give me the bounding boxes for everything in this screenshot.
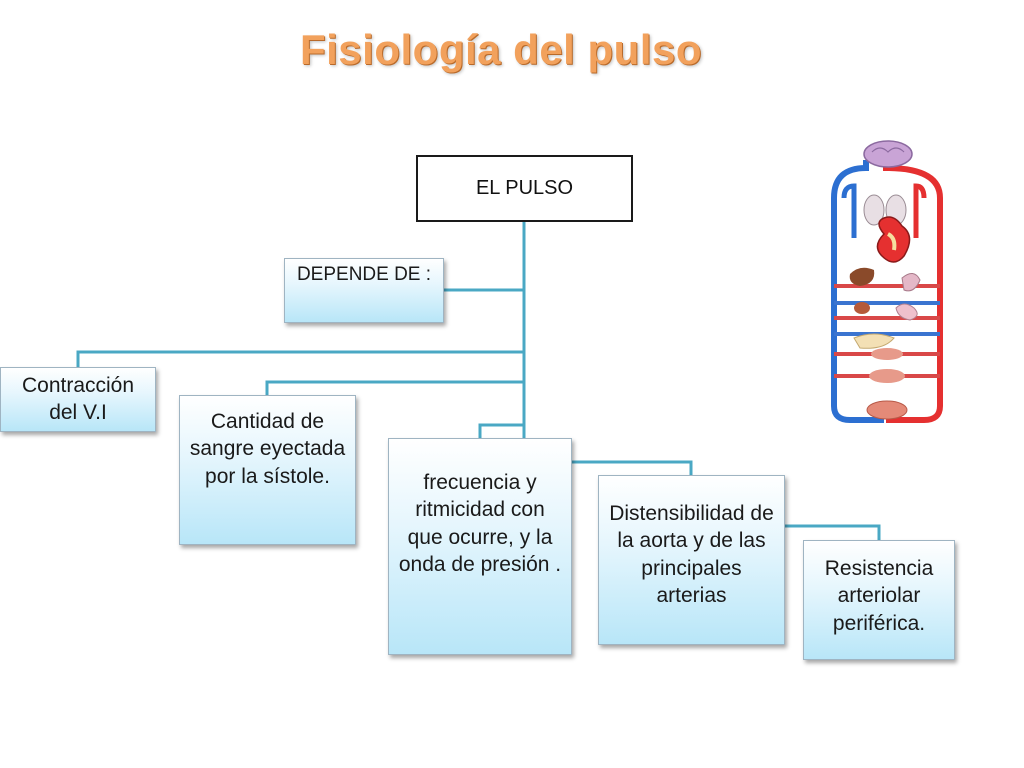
node-resistencia-label: Resistencia arteriolar periférica. (824, 557, 934, 635)
connector-contraccion (76, 350, 524, 367)
connector-cantidad (265, 380, 524, 395)
node-frecuencia-label: frecuencia y ritmicidad con que ocurre, … (398, 471, 562, 576)
node-contraccion-label: Contracción del V.I (21, 374, 135, 425)
node-contraccion: Contracción del V.I (0, 367, 156, 432)
node-distensibilidad: Distensibilidad de la aorta y de las pri… (598, 475, 785, 645)
connector-frecuencia (478, 423, 524, 438)
slide-title: Fisiología del pulso (299, 26, 703, 73)
node-cantidad-label: Cantidad de sangre eyectada por la sísto… (189, 410, 346, 488)
circulatory-system-icon (831, 140, 943, 423)
node-frecuencia: frecuencia y ritmicidad con que ocurre, … (388, 438, 572, 655)
node-distensibilidad-label: Distensibilidad de la aorta y de las pri… (609, 502, 774, 607)
connector-resistencia (785, 524, 881, 540)
root-label: EL PULSO (475, 177, 574, 199)
connector-distensibilidad (572, 460, 693, 475)
depends-label: DEPENDE DE : (296, 264, 432, 285)
node-resistencia: Resistencia arteriolar periférica. (803, 540, 955, 660)
root-node-el-pulso: EL PULSO (416, 155, 633, 222)
node-cantidad: Cantidad de sangre eyectada por la sísto… (179, 395, 356, 545)
depends-on-node: DEPENDE DE : (284, 258, 444, 323)
